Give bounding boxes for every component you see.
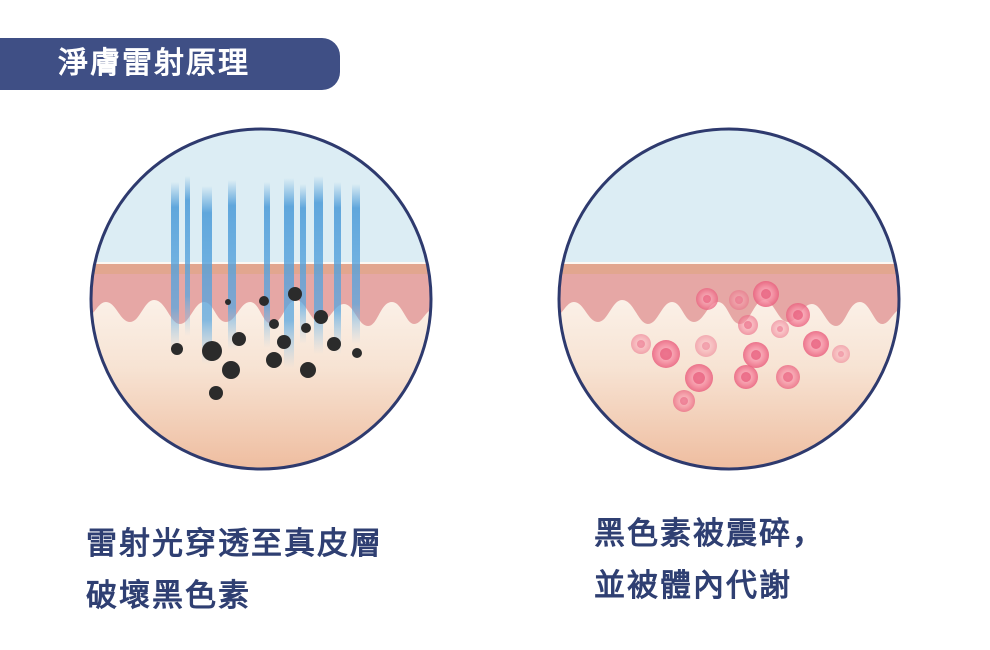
melanin-fragment-icon: [631, 334, 651, 354]
melanin-fragment-icon: [743, 342, 769, 368]
melanin-fragment-icon: [652, 340, 680, 368]
melanin-fragment-icon: [685, 364, 713, 392]
shattered-melanin-diagram: [556, 124, 902, 474]
stratum-corneum: [88, 264, 434, 274]
melanin-particle-icon: [277, 335, 291, 349]
melanin-particle-icon: [300, 362, 316, 378]
melanin-fragment-icon: [734, 365, 758, 389]
melanin-particle-icon: [327, 337, 341, 351]
melanin-fragment-icon: [771, 320, 789, 338]
melanin-particle-icon: [222, 361, 240, 379]
melanin-fragment-icon: [673, 390, 695, 412]
melanin-fragment-icon: [738, 315, 758, 335]
laser-beam-icon: [352, 184, 360, 344]
laser-beam-icon: [202, 186, 212, 364]
melanin-fragment-icon: [786, 303, 810, 327]
page-title: 淨膚雷射原理: [0, 38, 340, 90]
melanin-particle-icon: [301, 323, 311, 333]
melanin-fragment-icon: [753, 281, 779, 307]
melanin-particle-icon: [232, 332, 246, 346]
melanin-particle-icon: [171, 343, 183, 355]
melanin-fragment-icon: [729, 290, 749, 310]
laser-beam-icon: [171, 182, 179, 350]
laser-skin-diagram: [88, 124, 434, 474]
melanin-fragment-icon: [776, 365, 800, 389]
caption-line: 雷射光穿透至真皮層: [86, 518, 383, 570]
caption-line: 黑色素被震碎，: [594, 508, 825, 560]
sky-layer: [88, 124, 434, 264]
melanin-particle-icon: [314, 310, 328, 324]
melanin-fragment-icon: [696, 288, 718, 310]
laser-beam-icon: [185, 176, 190, 336]
melanin-particle-icon: [202, 341, 222, 361]
laser-beam-icon: [228, 180, 236, 350]
stratum-corneum: [556, 264, 902, 274]
melanin-particle-icon: [209, 386, 223, 400]
melanin-fragment-icon: [832, 345, 850, 363]
melanin-particle-icon: [266, 352, 282, 368]
laser-beam-icon: [334, 182, 341, 354]
melanin-particle-icon: [269, 319, 279, 329]
caption-line: 並被體內代謝: [594, 560, 825, 612]
caption-result: 黑色素被震碎， 並被體內代謝: [594, 508, 825, 612]
laser-beam-icon: [314, 176, 323, 354]
melanin-fragment-icon: [695, 335, 717, 357]
melanin-fragment-icon: [803, 331, 829, 357]
melanin-particle-icon: [225, 299, 231, 305]
laser-beam-icon: [300, 184, 306, 344]
sky-layer: [556, 124, 902, 264]
caption-line: 破壞黑色素: [86, 570, 383, 622]
melanin-particle-icon: [352, 348, 362, 358]
caption-laser: 雷射光穿透至真皮層 破壞黑色素: [86, 518, 383, 622]
melanin-particle-icon: [259, 296, 269, 306]
melanin-particle-icon: [288, 287, 302, 301]
